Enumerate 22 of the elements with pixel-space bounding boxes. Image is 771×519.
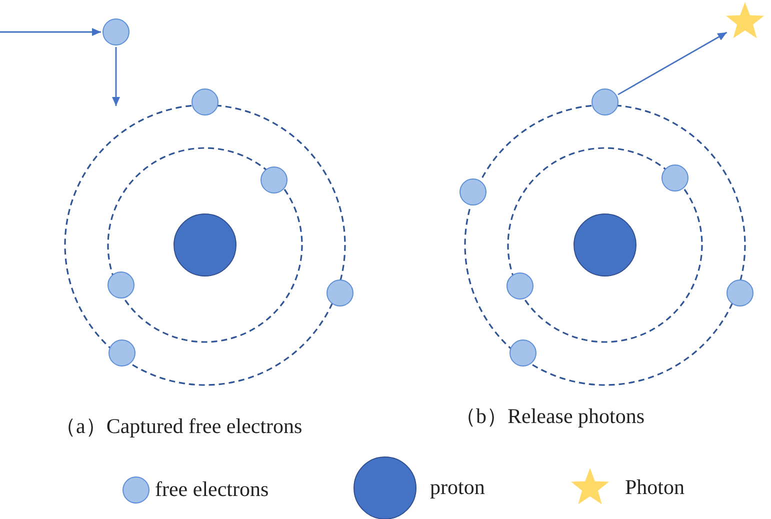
panel-caption: （b）Release photons: [455, 403, 645, 430]
electron-circle: [509, 339, 537, 367]
electron-circle: [191, 88, 219, 116]
electron-circle: [591, 88, 619, 116]
electron-circle: [108, 339, 136, 367]
arrow: [618, 32, 728, 96]
panel-caption: （a）Captured free electrons: [55, 413, 302, 440]
arrow: [112, 47, 120, 106]
electron-circle: [326, 279, 354, 307]
nucleus-circle: [573, 213, 637, 277]
nucleus-circle: [173, 213, 237, 277]
arrow: [0, 28, 101, 36]
legend-label: Photon: [625, 475, 685, 500]
electron-circle: [506, 272, 534, 300]
electron-circle: [107, 271, 135, 299]
electron-circle: [661, 164, 689, 192]
legend-label: free electrons: [155, 477, 269, 502]
legend-label: proton: [430, 475, 485, 500]
electron-circle: [726, 279, 754, 307]
electron-circle: [102, 18, 130, 46]
electron-circle: [260, 166, 288, 194]
electron-circle: [459, 178, 487, 206]
